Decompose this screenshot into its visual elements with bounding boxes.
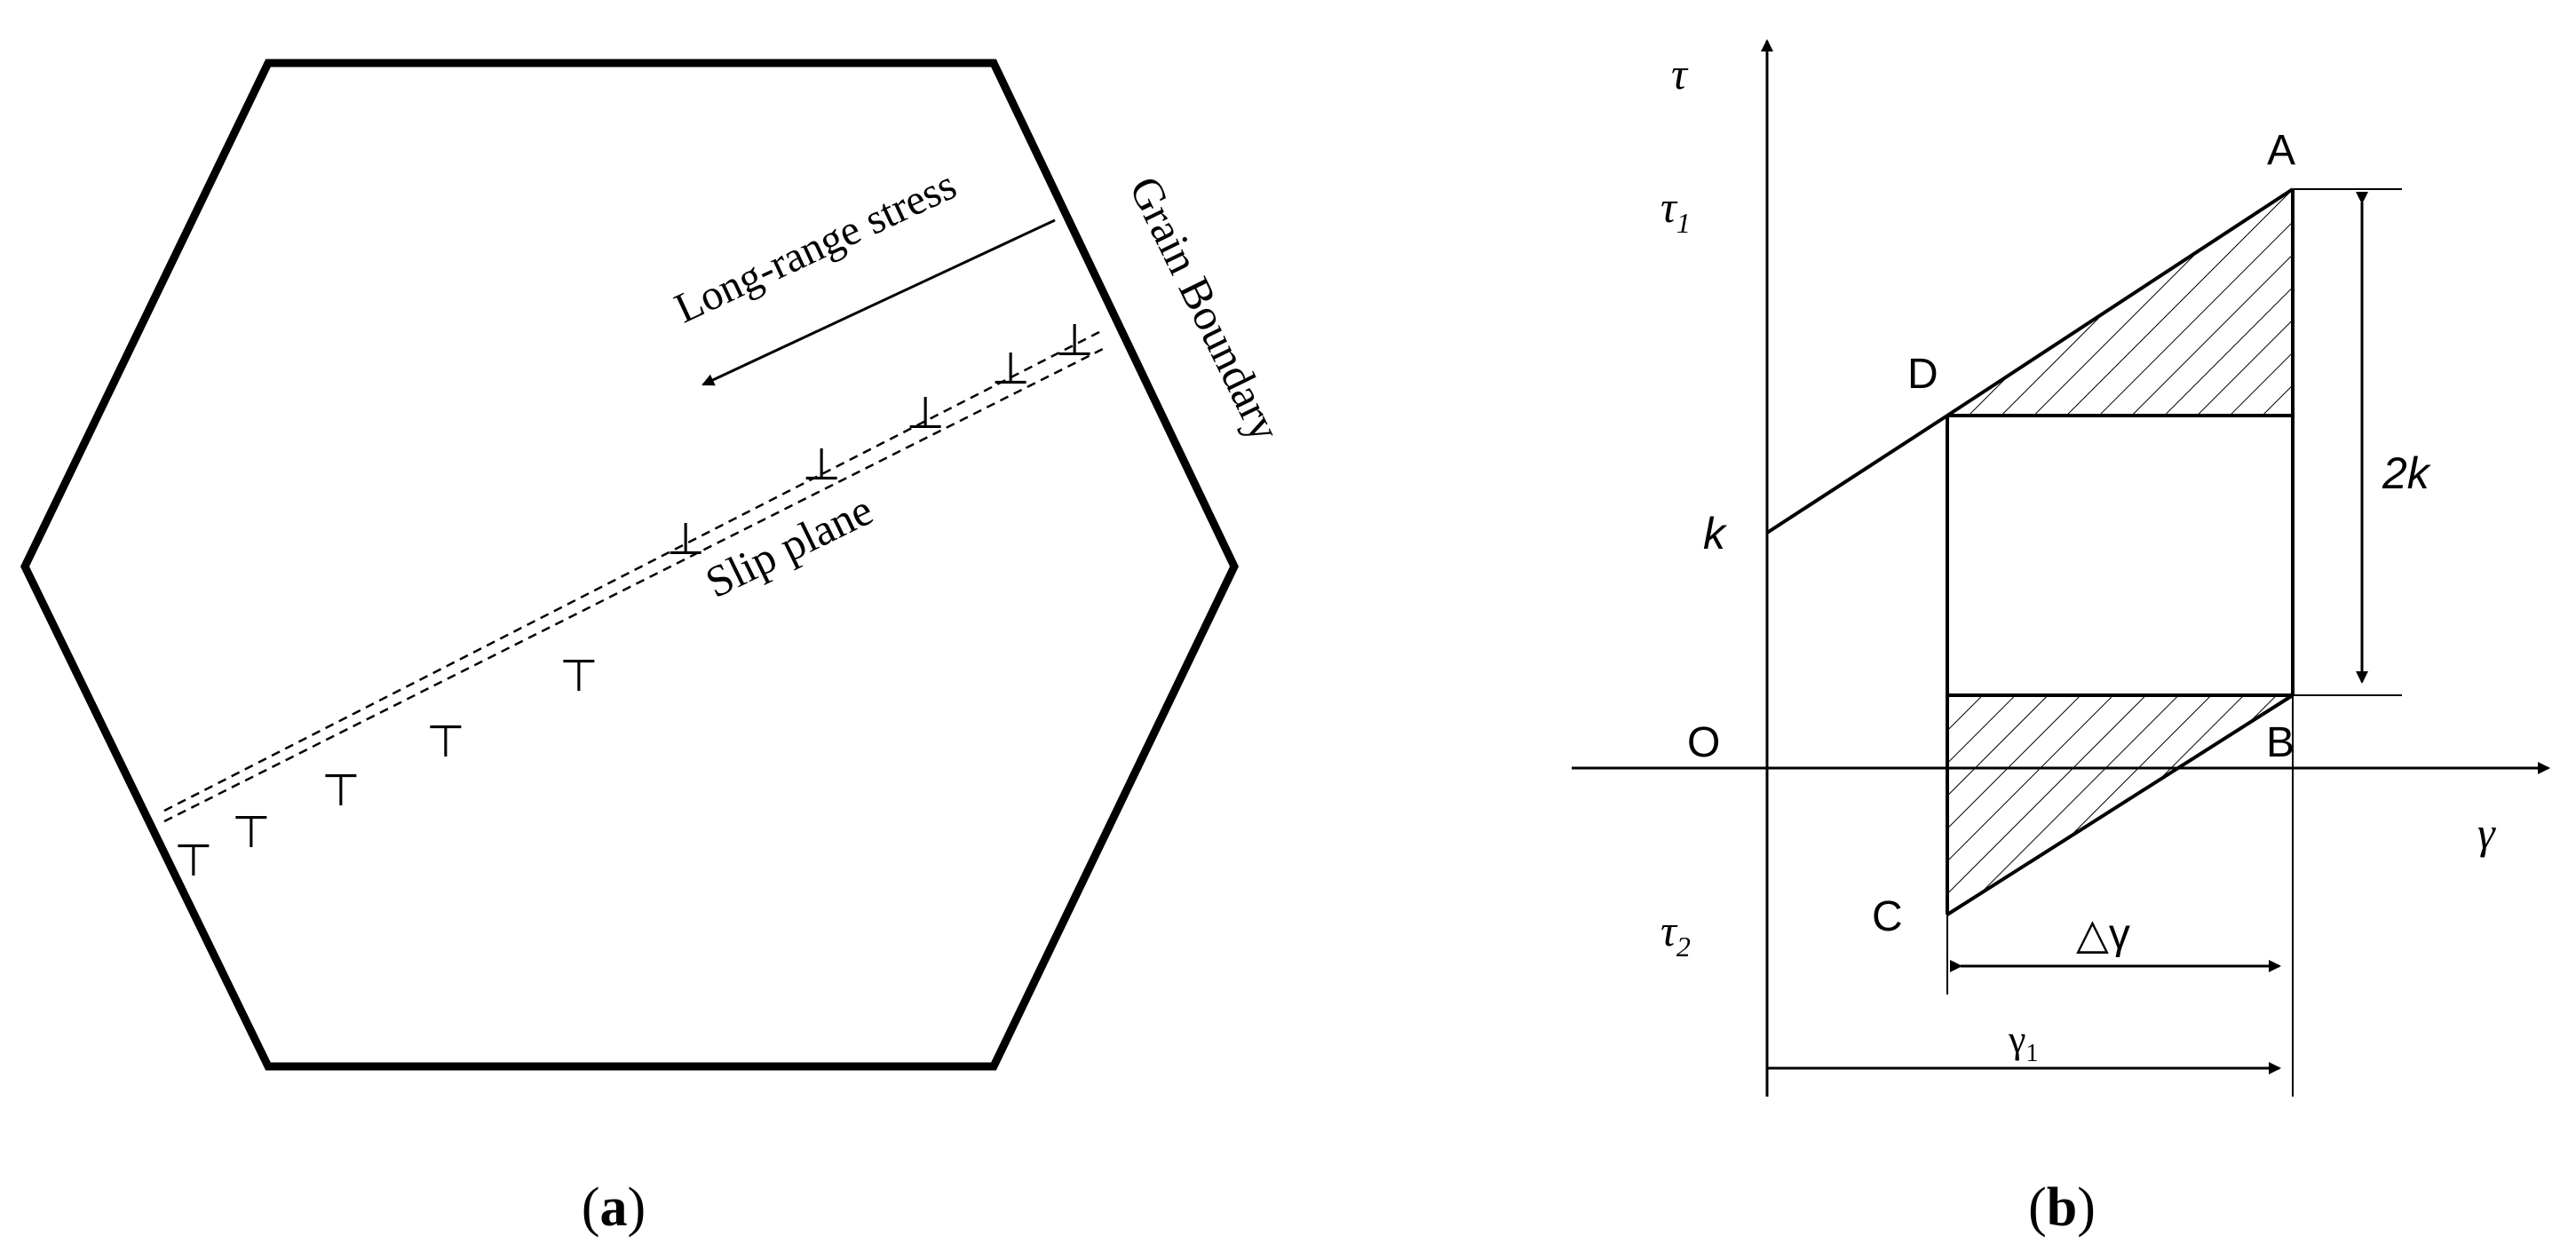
point-d-label: D: [1907, 351, 1938, 398]
k-to-d-line: [1765, 414, 1949, 535]
dislocation-symbol: ⊥: [232, 806, 271, 856]
point-a-label: A: [2267, 127, 2295, 174]
hexagonal-grain: [20, 59, 1239, 1071]
panel-b-caption: (b): [2028, 1177, 2096, 1238]
slip-plane-line-lower: [163, 345, 1109, 823]
caption-letter: b: [2047, 1177, 2077, 1238]
caption-open-paren: (: [582, 1177, 600, 1238]
caption-close-paren: ): [2077, 1177, 2096, 1238]
gamma-axis-label: γ: [2477, 808, 2496, 858]
point-b-label: B: [2266, 719, 2295, 766]
two-k-label: 2k: [2382, 448, 2432, 498]
point-c-label: C: [1872, 893, 1903, 940]
dislocation-symbol: ⊥: [802, 440, 841, 489]
slip-plane-line-upper: [163, 330, 1100, 812]
delta-gamma-label: △γ: [2076, 911, 2130, 958]
tau2-base: τ: [1661, 906, 1678, 955]
dislocation-symbol: ⊥: [1055, 315, 1094, 365]
panel-a: ⊥ ⊥ ⊥ ⊥ ⊥ ⊥ ⊥ ⊥ ⊥ ⊥ Long-range stress Gr…: [20, 59, 1290, 1238]
dislocation-symbol: ⊥: [559, 650, 598, 700]
k-label: k: [1703, 509, 1728, 559]
caption-open-paren: (: [2028, 1177, 2047, 1238]
caption-letter: a: [600, 1177, 628, 1238]
dislocation-symbol: ⊥: [174, 835, 213, 884]
long-range-stress-label: Long-range stress: [668, 162, 963, 333]
grain-boundary-label: Grain Boundary: [1120, 169, 1290, 448]
tau2-label: τ2: [1661, 906, 1691, 963]
dislocation-symbol: ⊥: [426, 716, 465, 765]
tau2-subscript: 2: [1676, 931, 1691, 963]
dislocation-symbol: ⊥: [906, 388, 945, 438]
dislocation-array: ⊥ ⊥ ⊥ ⊥ ⊥ ⊥ ⊥ ⊥ ⊥ ⊥: [174, 315, 1094, 884]
panel-b: τ τ1 k O τ2 γ A D B C 2k △γ γ1 (b): [1572, 39, 2550, 1238]
dislocation-symbol: ⊥: [321, 765, 361, 814]
dislocation-symbol: ⊥: [991, 344, 1030, 393]
panel-a-caption: (a): [582, 1177, 646, 1238]
dislocation-symbol: ⊥: [666, 514, 705, 564]
c-to-b-line: [1946, 693, 2295, 916]
tau1-label: τ1: [1661, 182, 1691, 239]
tau1-subscript: 1: [1676, 207, 1691, 239]
gamma1-subscript: 1: [2025, 1040, 2038, 1067]
gamma1-label: γ1: [2008, 1018, 2038, 1067]
caption-close-paren: ): [628, 1177, 646, 1238]
origin-label: O: [1687, 719, 1720, 766]
tau-axis-label: τ: [1671, 49, 1689, 99]
tau1-base: τ: [1661, 182, 1678, 232]
d-to-a-line: [1946, 187, 2295, 417]
gamma1-base: γ: [2008, 1018, 2025, 1061]
slip-plane-label: Slip plane: [698, 484, 881, 607]
long-range-stress-arrow: [701, 218, 1056, 386]
